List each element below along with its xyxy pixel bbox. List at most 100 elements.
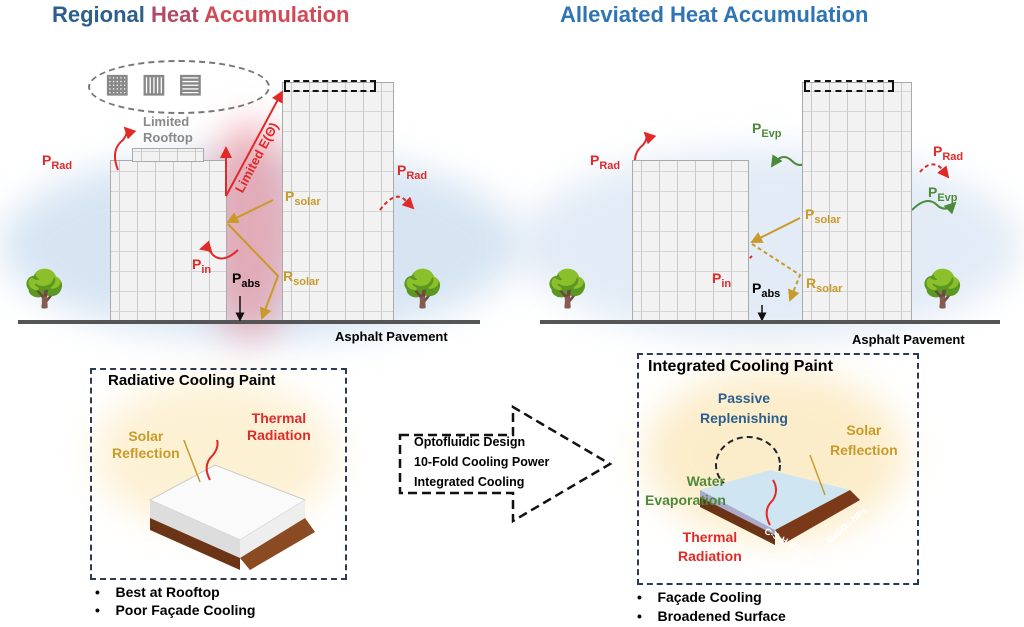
sub: solar	[293, 275, 320, 288]
tall-building	[802, 82, 912, 322]
asphalt-pavement-label: Asphalt Pavement	[335, 329, 448, 344]
r-solar-arrow	[227, 223, 280, 320]
arrow-line: 10-Fold Cooling Power	[414, 455, 550, 469]
p-solar-label: Psolar	[285, 188, 321, 208]
p-solar-label: Psolar	[805, 206, 841, 226]
sub: Rad	[942, 150, 964, 163]
trees-icon: 🌳	[545, 268, 590, 309]
p-evp-label: PEvp	[752, 120, 782, 140]
transition-text: Optofluidic Design 10-Fold Cooling Power…	[414, 432, 549, 492]
p-in-label: Pin	[712, 270, 731, 290]
sym: P	[752, 280, 762, 296]
sub: abs	[761, 287, 781, 300]
p-rad-reflect-arrow	[379, 195, 415, 211]
sym: P	[192, 256, 202, 272]
tall-building	[282, 82, 394, 322]
label-line: Radiation	[678, 548, 742, 564]
radiative-paint-title: Radiative Cooling Paint	[108, 372, 276, 389]
sym: P	[285, 188, 295, 204]
p-rad-label-right: PRad	[397, 162, 427, 182]
arrow-line: Optofluidic Design	[414, 435, 526, 449]
bullet-item: Façade Cooling	[657, 589, 762, 605]
rooftop-ellipse	[88, 60, 270, 114]
label-line: Water	[686, 473, 725, 489]
p-rad-arrow	[113, 126, 137, 171]
right-bullet-list: • Façade Cooling• Broadened Surface	[637, 589, 786, 624]
p-rad-label: PRad	[590, 152, 620, 172]
label-line: Radiation	[247, 427, 311, 443]
integrated-paint-box	[637, 353, 919, 585]
label-line: Replenishing	[700, 410, 788, 426]
asphalt-pavement-label: Asphalt Pavement	[852, 332, 965, 347]
transition-arrow	[398, 405, 613, 523]
sub: Rad	[406, 169, 428, 182]
r-solar-label: Rsolar	[806, 275, 842, 295]
sub: Evp	[761, 127, 782, 140]
rooftop-equipment-icons: ▦▥▤	[105, 68, 215, 98]
p-solar-arrow	[226, 199, 274, 223]
short-building	[110, 160, 227, 322]
ground-line	[540, 320, 1000, 324]
tall-building-roof-highlight	[284, 80, 376, 92]
ground-line	[18, 320, 480, 324]
sym: P	[590, 152, 600, 168]
trees-icon: 🌳	[22, 268, 67, 309]
label-line: Rooftop	[143, 130, 193, 145]
integrated-paint-title: Integrated Cooling Paint	[648, 358, 833, 375]
sym: P	[397, 162, 407, 178]
p-abs-label: Pabs	[232, 270, 260, 290]
sub: solar	[294, 195, 321, 208]
paint-block-illustration	[148, 440, 315, 570]
sym: P	[752, 120, 762, 136]
title-word: Heat	[151, 2, 204, 27]
sym: P	[42, 152, 52, 168]
title-word: Accumulation	[204, 2, 350, 27]
label-line: Evaporation	[645, 492, 726, 508]
sym: R	[283, 268, 294, 284]
trees-icon: 🌳	[920, 268, 965, 309]
sub: abs	[241, 277, 261, 290]
sym: P	[712, 270, 722, 286]
bullet-item: Broadened Surface	[657, 608, 786, 624]
bullet-item: Best at Rooftop	[115, 584, 220, 600]
sym: P	[933, 143, 943, 159]
label-line: Solar	[128, 428, 164, 444]
p-abs-label: Pabs	[752, 280, 780, 300]
bullet-item: Poor Façade Cooling	[115, 602, 256, 618]
sym: P	[232, 270, 242, 286]
label-line: Reflection	[112, 445, 180, 461]
label-line: Passive	[717, 390, 771, 406]
limited-e-arrow	[225, 90, 283, 197]
sub: in	[721, 277, 732, 290]
p-rad-label: PRad	[42, 152, 72, 172]
sym: P	[928, 184, 938, 200]
label-line: Thermal	[682, 529, 738, 545]
sub: Rad	[599, 159, 621, 172]
sub: Evp	[937, 191, 958, 204]
p-rad-label-right: PRad	[933, 143, 963, 163]
label-line: Solar	[846, 422, 882, 438]
radiative-paint-box	[90, 368, 347, 580]
label-line: Limited	[143, 114, 190, 129]
sub: Rad	[51, 159, 73, 172]
left-title: Regional Heat Accumulation	[52, 2, 349, 28]
sub: solar	[814, 213, 841, 226]
title-word: Regional	[52, 2, 152, 27]
short-building-roof	[132, 148, 204, 162]
arrow-line: Integrated Cooling	[414, 475, 525, 489]
label-line: Reflection	[830, 442, 898, 458]
trees-icon: 🌳	[400, 268, 445, 309]
right-title: Alleviated Heat Accumulation	[560, 2, 869, 27]
left-bullet-list: • Best at Rooftop• Poor Façade Cooling	[95, 584, 256, 618]
sym: P	[805, 206, 815, 222]
cool-haze-right	[520, 150, 1020, 340]
tall-building-roof-highlight	[804, 80, 894, 92]
p-evp-label-right: PEvp	[928, 184, 958, 204]
label-line: Thermal	[251, 410, 307, 426]
